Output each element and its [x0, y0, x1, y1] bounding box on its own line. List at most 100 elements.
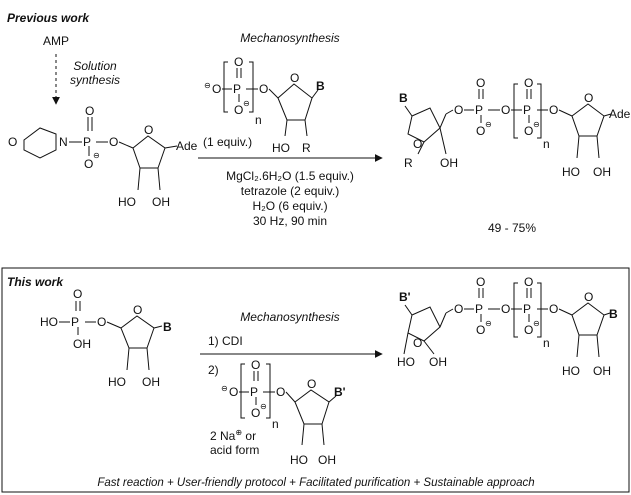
svg-text:O: O — [476, 76, 485, 90]
svg-text:⊖: ⊖ — [533, 120, 540, 129]
svg-text:B: B — [163, 320, 172, 334]
reagent-equiv-label: (1 equiv.) — [203, 135, 252, 149]
svg-text:O: O — [524, 124, 533, 138]
svg-text:HO: HO — [40, 315, 58, 329]
svg-text:O: O — [251, 358, 260, 372]
this-work-section: This work HO P O OH O O B HO OH Mechanos… — [7, 275, 618, 489]
condition-mgcl2: MgCl₂.6H₂O (1.5 equiv.) — [226, 169, 354, 183]
svg-text:O: O — [8, 135, 17, 149]
svg-text:O: O — [97, 315, 106, 329]
svg-text:O: O — [524, 323, 533, 337]
svg-text:O: O — [454, 302, 463, 316]
previous-work-section: Previous work AMP Solution synthesis O N… — [7, 11, 631, 235]
amp-label: AMP — [43, 34, 69, 48]
morpholino-amp-structure: O N P O O ⊖ O O Ade HO OH — [8, 104, 198, 209]
svg-text:n: n — [272, 417, 279, 431]
svg-text:HO: HO — [562, 364, 580, 378]
adenine-label: Ade — [609, 107, 631, 121]
svg-text:B': B' — [334, 385, 346, 399]
yield-label: 49 - 75% — [488, 221, 536, 235]
svg-text:HO: HO — [397, 355, 415, 369]
svg-text:O: O — [144, 123, 153, 137]
svg-text:O: O — [501, 103, 510, 117]
svg-text:OH: OH — [318, 453, 336, 467]
svg-text:O: O — [259, 82, 268, 96]
svg-text:B: B — [609, 307, 618, 321]
nucleoside-monophosphate-structure: HO P O OH O O B HO OH — [40, 287, 172, 389]
svg-text:O: O — [234, 55, 243, 69]
svg-text:HO: HO — [272, 141, 290, 155]
svg-text:O: O — [109, 135, 118, 149]
svg-text:⊖: ⊖ — [260, 402, 267, 411]
svg-text:O: O — [584, 290, 593, 304]
svg-text:O: O — [476, 275, 485, 289]
svg-text:O: O — [276, 385, 285, 399]
svg-text:⊖: ⊖ — [204, 81, 211, 90]
svg-text:P: P — [475, 103, 483, 117]
svg-text:P: P — [523, 103, 531, 117]
svg-text:HO: HO — [562, 165, 580, 179]
svg-text:⊖: ⊖ — [533, 319, 540, 328]
svg-text:O: O — [584, 91, 593, 105]
svg-text:OH: OH — [429, 355, 447, 369]
this-work-heading: This work — [7, 275, 64, 289]
previous-product-structure: B O R OH O P O O ⊖ O P O — [399, 76, 631, 179]
svg-text:OH: OH — [593, 364, 611, 378]
svg-text:O: O — [229, 385, 238, 399]
svg-text:OH: OH — [73, 337, 91, 351]
step1-label: 1) CDI — [208, 334, 243, 348]
this-work-frame — [1, 267, 630, 493]
svg-text:⊖: ⊖ — [93, 151, 100, 160]
adenine-label: Ade — [176, 139, 198, 153]
current-method-label: Mechanosynthesis — [240, 310, 339, 324]
svg-text:⊖: ⊖ — [485, 120, 492, 129]
svg-text:OH: OH — [440, 156, 458, 170]
svg-text:B: B — [316, 79, 325, 93]
summary-label: Fast reaction + User-friendly protocol +… — [97, 477, 534, 489]
svg-text:OH: OH — [152, 195, 170, 209]
previous-method-label: Mechanosynthesis — [240, 31, 339, 45]
svg-text:P: P — [83, 135, 91, 149]
svg-text:O: O — [413, 336, 422, 350]
svg-text:⊖: ⊖ — [485, 319, 492, 328]
current-product-structure: B' O HO OH O P O O ⊖ O P O — [397, 275, 618, 378]
svg-text:⊖: ⊖ — [243, 99, 250, 108]
svg-text:HO: HO — [290, 453, 308, 467]
svg-text:n: n — [255, 113, 262, 127]
condition-water: H₂O (6 equiv.) — [252, 199, 327, 213]
svg-text:R: R — [302, 141, 311, 155]
svg-text:OH: OH — [593, 165, 611, 179]
solution-label: Solution — [73, 59, 117, 73]
svg-text:N: N — [59, 135, 68, 149]
svg-text:O: O — [133, 303, 142, 317]
svg-text:HO: HO — [108, 375, 126, 389]
svg-text:P: P — [523, 302, 531, 316]
svg-text:P: P — [475, 302, 483, 316]
svg-text:n: n — [543, 137, 550, 151]
svg-text:O: O — [454, 103, 463, 117]
svg-text:n: n — [543, 336, 550, 350]
svg-text:O: O — [290, 71, 299, 85]
previous-work-heading: Previous work — [7, 11, 90, 25]
svg-text:O: O — [84, 157, 93, 171]
svg-text:P: P — [250, 385, 258, 399]
svg-text:O: O — [212, 82, 221, 96]
condition-frequency: 30 Hz, 90 min — [253, 214, 327, 228]
step2-label: 2) — [208, 363, 219, 377]
svg-text:O: O — [307, 377, 316, 391]
svg-text:⊖: ⊖ — [221, 384, 228, 393]
svg-text:O: O — [251, 406, 260, 420]
previous-conditions: MgCl₂.6H₂O (1.5 equiv.) tetrazole (2 equ… — [226, 169, 354, 228]
svg-text:HO: HO — [118, 195, 136, 209]
svg-text:O: O — [73, 287, 82, 301]
second-nucleotide-reagent-structure: ⊖ O P O O ⊖ O n O B' HO OH — [221, 358, 346, 467]
svg-text:O: O — [413, 137, 422, 151]
svg-text:O: O — [549, 103, 558, 117]
svg-text:R: R — [404, 156, 413, 170]
svg-text:P: P — [71, 315, 79, 329]
synthesis-label: synthesis — [70, 73, 120, 87]
sodium-salt-label: 2 Na⊕ or — [210, 428, 256, 443]
nucleotide-reagent-structure: ⊖ O P O O ⊖ O n O B HO R — [204, 55, 325, 155]
svg-text:O: O — [476, 323, 485, 337]
svg-text:O: O — [524, 275, 533, 289]
